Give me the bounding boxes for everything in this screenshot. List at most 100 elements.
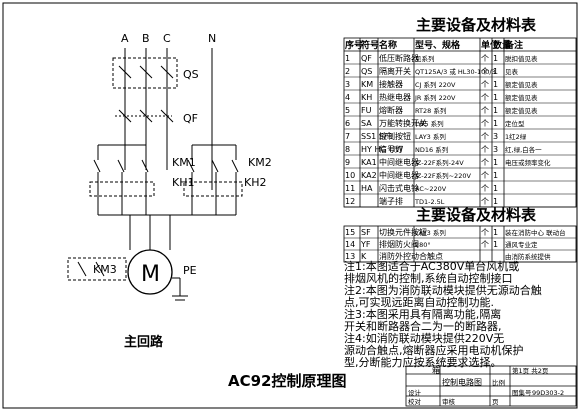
table1-row-7-note: 红,绿,白各一 (505, 145, 542, 154)
table1-header-3: 型号、规格 (415, 39, 461, 51)
phase-b-label: B (142, 32, 150, 45)
table1-row-3-model: JR 系列 220V (414, 93, 456, 102)
table1-row-5-note: 定位型 (505, 119, 525, 128)
table1-row-7-no: 8 (345, 145, 350, 154)
table2-row-1-unit: 个 (481, 240, 489, 249)
table1-row-3-qty: 1 (493, 93, 498, 102)
table1-row-7-unit: 个 (481, 145, 489, 154)
table2-row-1-no: 14 (345, 240, 355, 249)
table1-row-3-unit: 个 (481, 93, 489, 102)
table1-row-9-qty: 1 (493, 171, 498, 180)
table2-row-1-qty: 1 (493, 240, 498, 249)
title-block-name: 控制电路图 (442, 377, 482, 387)
table1-row-9-model: JZ-22F系列~220V (414, 171, 471, 180)
phase-c-label: C (163, 32, 171, 45)
table1-row-7-name: 信号灯 (379, 144, 403, 154)
table1-row-2-qty: 1 (493, 80, 498, 89)
table1-row-2-model: CJ 系列 220V (415, 80, 456, 89)
table1-row-3-name: 热继电器 (379, 92, 411, 102)
table1-row-10-name: 闪击式电铃 (379, 183, 419, 193)
table1-header-0: 序号 (345, 39, 363, 51)
phase-n-label: N (208, 32, 216, 45)
motor-label: M (141, 262, 160, 287)
note-line-1: 排烟风机的控制,系统自动控制接口 (344, 271, 513, 285)
main-circuit-label: 主回路 (124, 334, 164, 350)
notes-block: 注1:本图适合于AC380V单台风机或排烟风机的控制,系统自动控制接口注2:本图… (344, 259, 542, 369)
table1-row-11-model: TD1-2.5L (414, 198, 445, 206)
table1-row-1-unit: 个 (481, 67, 489, 76)
table1-row-1-model: QT125A/3 或 HL30-100/3 (415, 67, 496, 76)
table1-header-4: 单位 (481, 39, 499, 51)
table1-row-9-unit: 个 (481, 171, 489, 180)
table1-row-0-no: 1 (345, 54, 350, 63)
km2-label: KM2 (248, 156, 272, 169)
title-block-drawing-no: 99D303-2 (532, 389, 564, 397)
table2-row-1-note: 通风专业定 (505, 240, 538, 249)
table1-row-6-no: 7 (345, 132, 350, 141)
table1-header-6: 备注 (504, 39, 523, 51)
table1-row-10-qty: 1 (493, 184, 498, 193)
table1-row-6-qty: 3 (493, 132, 498, 141)
phase-a-label: A (121, 32, 129, 45)
table1-row-10-unit: 个 (481, 184, 489, 193)
table1-row-2-note: 额定值见表 (505, 80, 538, 89)
title-block-drawing-no-label: 图集号 (512, 388, 532, 397)
km3-label: KM3 (93, 263, 117, 276)
table1-row-5-qty: 1 (493, 119, 498, 128)
qs-label: QS (183, 68, 199, 81)
table1-row-9-sym: KA2 (361, 171, 377, 180)
table1-row-1-note: 见表 (505, 67, 519, 76)
table2-row-0-sym: SF (361, 228, 371, 237)
table1-header-2: 名称 (379, 39, 397, 51)
table1-row-0-note: 脱扣值见表 (505, 54, 538, 63)
table1-row-10-no: 11 (345, 184, 355, 193)
table2-row-2-note: 由消防系统提供 (505, 252, 551, 261)
table1-row-9-no: 10 (345, 171, 355, 180)
main-circuit (67, 48, 243, 301)
title-block-page: 第1页 共2页 (512, 366, 549, 375)
drawing-title: AC92控制原理图 (228, 372, 347, 390)
table1-row-0-unit: 个 (481, 54, 489, 63)
table1-row-8-name: 中间继电器 (379, 157, 419, 167)
table2-row-0-qty: 1 (493, 228, 498, 237)
table1-header-1: 符号 (361, 39, 379, 51)
title-block-design-label: 设计 (408, 388, 422, 397)
note-line-5: 开关和断路器合二为一的断路器, (344, 319, 502, 333)
table1-row-10-model: AC~220V (415, 185, 447, 193)
table1-row-4-name: 熔断器 (379, 105, 403, 115)
table1-row-8-model: JZ-22F系列-24V (414, 158, 464, 167)
table1-title: 主要设备及材料表 (416, 16, 537, 34)
table1-row-6-note: 1红2绿 (505, 132, 527, 141)
table1-row-0-model: 见系列 (415, 54, 435, 63)
title-block-page-label: 页 (492, 398, 499, 406)
title-block-check-label: 校对 (408, 397, 422, 406)
table1-row-1-sym: QS (361, 67, 372, 76)
table2-row-2-sym: K (361, 252, 367, 261)
table1-row-2-no: 3 (345, 80, 350, 89)
table1-row-6-unit: 个 (481, 132, 489, 141)
table1-row-7-model: ND16 系列 (415, 145, 448, 154)
kh1-label: KH1 (172, 176, 194, 189)
table1-row-2-name: 接触器 (379, 79, 403, 89)
table1-row-7-sym: HY HG HW (361, 145, 403, 154)
table1-row-5-unit: 个 (481, 119, 489, 128)
table1-row-5-no: 6 (345, 119, 350, 128)
note-line-2: 注2:本图为消防联动模块提供无源动合触 (344, 283, 542, 297)
note-line-3: 点,可实现远距离自动控制功能. (344, 295, 494, 309)
table1-header-5: 数量 (493, 39, 511, 51)
table2-row-1-model: 280° (415, 241, 431, 249)
table1-row-8-qty: 1 (493, 158, 498, 167)
table2-row-1-name: 排烟防火阀 (379, 239, 419, 249)
table1-row-0-qty: 1 (493, 54, 498, 63)
table2-row-2-no: 13 (345, 252, 355, 261)
qf-label: QF (183, 112, 198, 125)
kh2-label: KH2 (244, 176, 266, 189)
table2-row-2-name: 消防外控动合触点 (379, 251, 443, 261)
table2-row-0-note: 装在消防中心 联动台 (505, 228, 566, 237)
table1-row-4-no: 5 (345, 106, 350, 115)
table1-row-6-model: LAY3 系列 (415, 132, 446, 141)
table2-title: 主要设备及材料表 (416, 206, 537, 224)
